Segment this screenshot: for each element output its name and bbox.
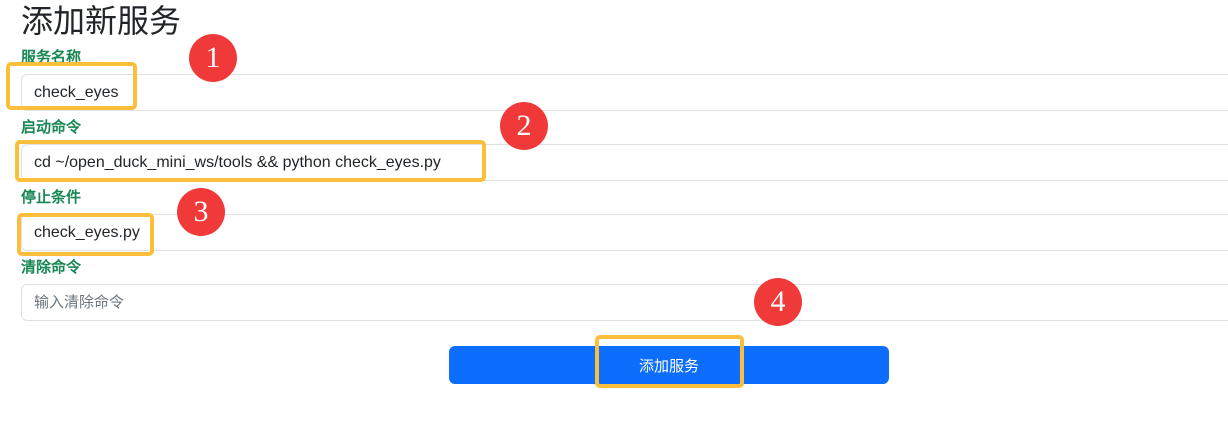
- start-command-input[interactable]: [21, 144, 1228, 181]
- clear-command-input[interactable]: [21, 284, 1228, 321]
- stop-condition-label: 停止条件: [21, 189, 82, 206]
- clear-command-label: 清除命令: [21, 259, 82, 276]
- add-service-button[interactable]: 添加服务: [449, 346, 889, 384]
- service-name-label: 服务名称: [21, 49, 82, 66]
- stop-condition-input[interactable]: [21, 214, 1228, 251]
- service-name-input[interactable]: [21, 74, 1228, 111]
- start-command-label: 启动命令: [21, 119, 82, 136]
- page-title: 添加新服务: [21, 3, 182, 39]
